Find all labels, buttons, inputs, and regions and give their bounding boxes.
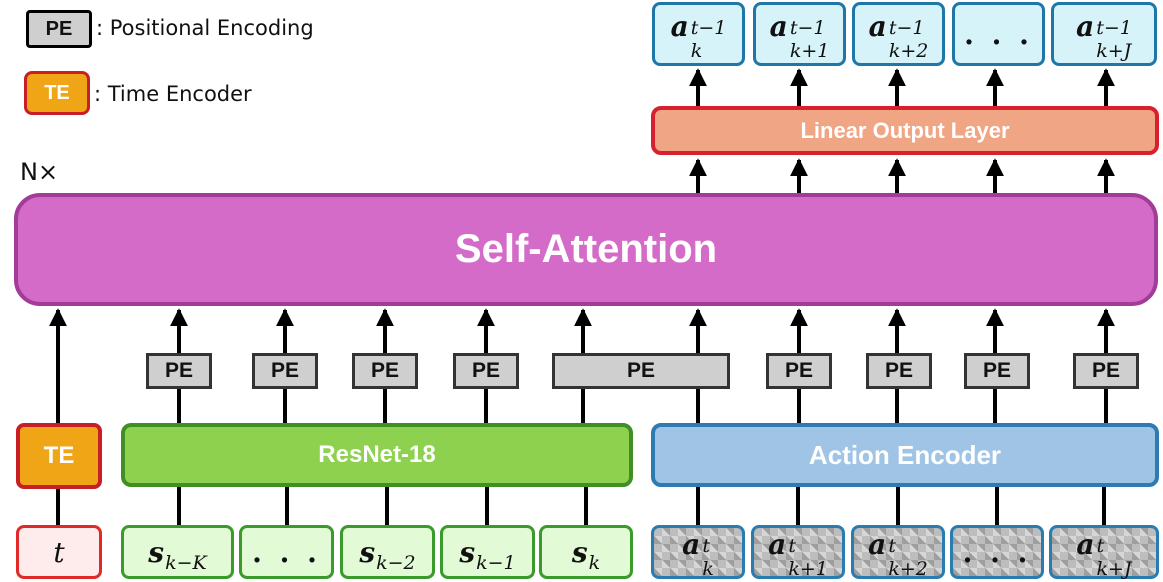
symbol-subscript: k−K — [165, 551, 207, 574]
time-encoder-block: TE — [16, 423, 102, 489]
output-token-4: . . . — [952, 2, 1045, 66]
positional-encoding-box-5: PE — [552, 353, 730, 389]
symbol-superscript: t — [888, 534, 896, 557]
positional-encoding-box-6: PE — [766, 353, 832, 389]
symbol-base: s — [148, 535, 165, 569]
symbol-base: a — [682, 527, 701, 561]
symbol-base: a — [868, 527, 887, 561]
symbol-base: a — [868, 9, 887, 43]
symbol-subscript: k+2 — [888, 39, 929, 62]
positional-encoding-box-3: PE — [352, 353, 418, 389]
symbol-subscript: k+1 — [788, 557, 828, 580]
positional-encoding-box-4: PE — [453, 353, 519, 389]
repeat-label: N× — [20, 158, 59, 186]
action-encoder-block: Action Encoder — [651, 423, 1159, 487]
state-input-token-2: . . . — [239, 525, 334, 579]
symbol-subscript: k+J — [1096, 557, 1132, 580]
legend-te-text: : Time Encoder — [94, 82, 252, 106]
symbol-superscript: t — [788, 534, 796, 557]
symbol-base: a — [670, 9, 689, 43]
symbol-superscript: t−1 — [789, 16, 826, 39]
symbol-base: a — [1076, 527, 1095, 561]
resnet-block: ResNet-18 — [121, 423, 633, 487]
symbol-superscript: t−1 — [690, 16, 727, 39]
positional-encoding-box-7: PE — [866, 353, 932, 389]
symbol-subscript: k+J — [1096, 39, 1132, 62]
symbol-superscript: t−1 — [1096, 16, 1132, 39]
symbol-base: a — [769, 9, 788, 43]
symbol-subscript: k — [690, 39, 703, 62]
time-input-token: t — [16, 525, 102, 579]
symbol-subscript: k+2 — [888, 557, 928, 580]
symbol-superscript: t — [1096, 534, 1105, 557]
legend-pe-box: PE — [26, 10, 92, 48]
positional-encoding-box-1: PE — [146, 353, 212, 389]
positional-encoding-box-2: PE — [252, 353, 318, 389]
ellipsis: . . . — [962, 535, 1032, 569]
positional-encoding-box-9: PE — [1073, 353, 1139, 389]
ellipsis: . . . — [252, 535, 321, 569]
symbol-base: s — [359, 535, 376, 569]
symbol-base: s — [571, 535, 588, 569]
symbol-subscript: k−1 — [476, 551, 516, 574]
legend-te-box: TE — [24, 71, 90, 115]
action-input-token-4: . . . — [950, 525, 1044, 579]
symbol-base: a — [768, 527, 787, 561]
symbol-subscript: k — [588, 551, 601, 574]
symbol-subscript: k−2 — [376, 551, 416, 574]
symbol-base: a — [1076, 9, 1095, 43]
symbol-superscript: t — [702, 534, 710, 557]
symbol-subscript: k+1 — [789, 39, 830, 62]
linear-output-layer: Linear Output Layer — [651, 106, 1159, 155]
symbol-subscript: k — [702, 557, 714, 580]
time-symbol: t — [53, 535, 65, 569]
positional-encoding-box-8: PE — [964, 353, 1030, 389]
ellipsis: . . . — [964, 17, 1033, 51]
self-attention-block: Self-Attention — [14, 193, 1158, 306]
symbol-superscript: t−1 — [888, 16, 925, 39]
legend-pe-text: : Positional Encoding — [96, 16, 314, 40]
symbol-base: s — [459, 535, 476, 569]
